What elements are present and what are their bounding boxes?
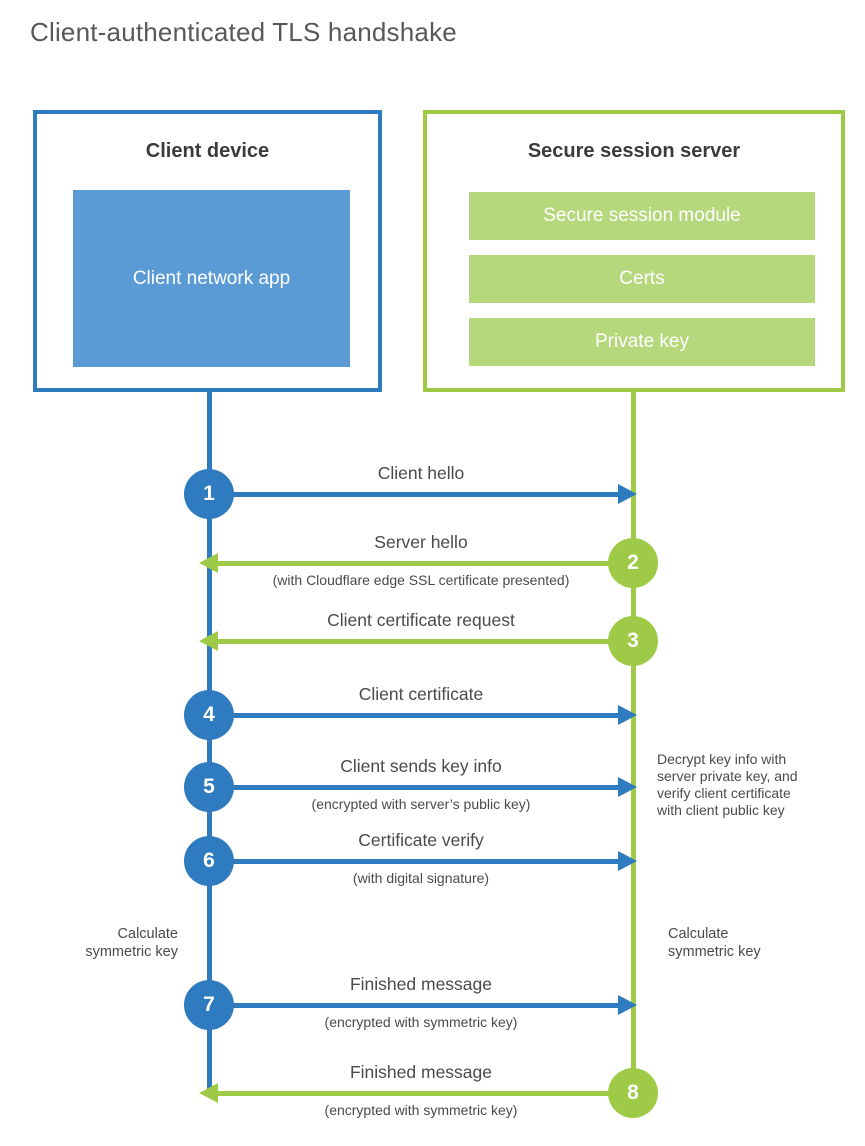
arrow-shaft (218, 1091, 634, 1096)
arrow-right-icon (618, 705, 637, 725)
message-sublabel: (encrypted with symmetric key) (324, 1014, 518, 1030)
message-label: Finished message (349, 1062, 493, 1082)
step-number-badge: 2 (608, 538, 658, 588)
secure-session-module-bar: Secure session module (469, 192, 815, 240)
message-label: Client sends key info (340, 756, 502, 776)
step-number-badge: 8 (608, 1068, 658, 1118)
decrypt-key-info-note: Decrypt key info with server private key… (657, 751, 798, 818)
client-device-title: Client device (145, 140, 270, 162)
arrow-right-icon (618, 484, 637, 504)
private-key-bar: Private key (469, 318, 815, 366)
message-sublabel: (encrypted with server’s public key) (311, 796, 531, 812)
calculate-symmetric-key-server-note: Calculate symmetric key (668, 926, 761, 960)
arrow-shaft (209, 492, 621, 497)
message-sublabel: (with Cloudflare edge SSL certificate pr… (272, 572, 570, 588)
arrow-shaft (218, 639, 634, 644)
arrow-right-icon (618, 995, 637, 1015)
arrow-left-icon (199, 1083, 218, 1103)
arrow-left-icon (199, 553, 218, 573)
server-lifeline (631, 392, 636, 1093)
arrow-shaft (209, 859, 621, 864)
arrow-shaft (218, 561, 634, 566)
secure-session-server-title: Secure session server (527, 140, 741, 162)
arrow-right-icon (618, 851, 637, 871)
message-label: Client certificate (358, 684, 484, 704)
client-lifeline (207, 392, 212, 1093)
client-network-app-label: Client network app (132, 267, 291, 289)
secure-session-module-label: Secure session module (543, 205, 741, 226)
message-label: Server hello (374, 532, 468, 552)
step-number-badge: 5 (184, 762, 234, 812)
message-label: Finished message (349, 974, 493, 994)
arrow-shaft (209, 785, 621, 790)
certs-label: Certs (619, 268, 665, 289)
step-number-badge: 4 (184, 690, 234, 740)
step-number-badge: 3 (608, 616, 658, 666)
client-network-app-box: Client network app (73, 190, 350, 367)
message-label: Client hello (377, 463, 465, 483)
arrow-right-icon (618, 777, 637, 797)
private-key-label: Private key (595, 331, 689, 352)
message-sublabel: (with digital signature) (352, 870, 490, 886)
calculate-symmetric-key-client-note: Calculate symmetric key (85, 926, 178, 960)
message-label: Certificate verify (358, 830, 484, 850)
message-sublabel: (encrypted with symmetric key) (324, 1102, 518, 1118)
secure-session-server-box: Secure session server Secure session mod… (423, 110, 845, 392)
message-label: Client certificate request (327, 610, 515, 630)
step-number-badge: 7 (184, 980, 234, 1030)
arrow-left-icon (199, 631, 218, 651)
certs-bar: Certs (469, 255, 815, 303)
step-number-badge: 1 (184, 469, 234, 519)
client-device-box: Client device Client network app (33, 110, 382, 392)
arrow-shaft (209, 1003, 621, 1008)
page-title: Client-authenticated TLS handshake (30, 17, 457, 47)
step-number-badge: 6 (184, 836, 234, 886)
arrow-shaft (209, 713, 621, 718)
